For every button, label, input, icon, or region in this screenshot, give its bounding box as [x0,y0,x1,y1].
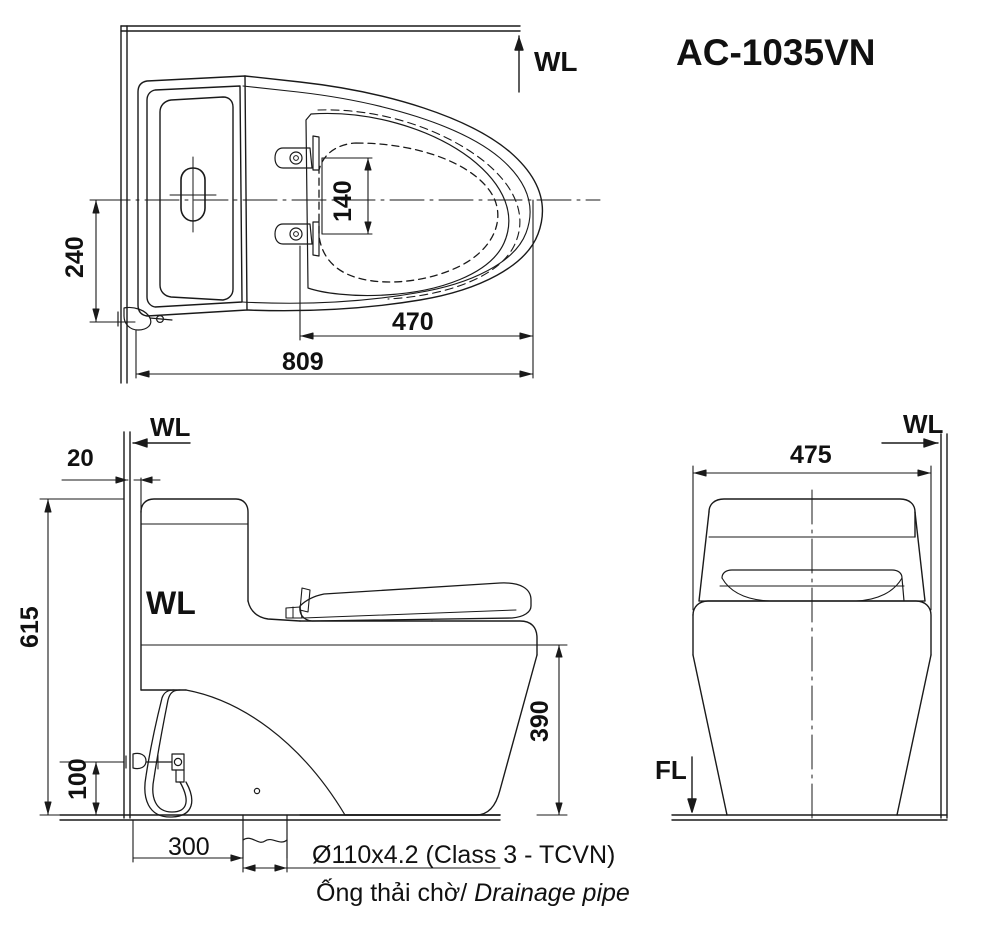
top-view-bowl-opening [318,142,499,283]
side-view-vent-hole [253,787,261,795]
top-view-supply-valve [117,306,173,331]
dim-475 [692,465,932,611]
drainage-pipe-spec: Ø110x4.2 (Class 3 - TCVN) [312,841,616,869]
dim-100 [59,761,125,816]
dim-pipe-width [242,857,501,873]
top-view-seat-edge-dashed [317,109,521,300]
top-view-wl-leader [514,35,524,93]
dim-809-label: 809 [282,348,324,376]
side-view-wl-wall-label: WL [150,412,191,442]
side-view-toilet-outline [140,498,538,816]
top-view-wl-label: WL [534,46,578,77]
front-view-wl-leader [881,438,939,448]
dim-240 [89,199,136,323]
page-title: AC-1035VN [676,32,876,73]
front-view-fl-label: FL [655,755,687,785]
top-view-wall [120,25,521,384]
dim-20-label: 20 [67,445,94,472]
top-view-flush-button [169,156,217,233]
dim-390 [536,644,568,816]
front-view-group [671,433,948,821]
top-view-seat-ring [305,112,510,297]
top-view-body-outline [241,75,544,312]
side-view-group [39,431,568,873]
dim-470-label: 470 [392,308,434,336]
dim-475-label: 475 [790,441,832,469]
dim-809 [135,329,534,379]
dim-300 [132,819,244,863]
dim-20 [61,476,161,513]
top-view-seat-hinges [274,135,320,257]
side-view-seat-lid [285,582,532,622]
side-view-wl-leader [132,438,191,448]
dim-615 [39,498,125,816]
dim-300-label: 300 [168,833,210,861]
drainage-pipe-caption: Ống thải chờ/ Drainage pipe [316,881,630,906]
side-view-wl-tank-label: WL [146,585,196,621]
dim-140-label: 140 [329,180,357,222]
front-view-tank [698,498,926,602]
dim-615-label: 615 [16,606,44,648]
side-view-wall [123,431,131,819]
side-view-supply-valve [125,689,193,818]
front-view-bowl-body [692,600,932,816]
front-view-wall [940,433,948,819]
drainage-pipe-caption-en: Drainage pipe [474,879,630,907]
top-view-group [89,25,601,384]
front-view-wl-label: WL [903,409,944,439]
dim-390-label: 390 [526,700,554,742]
dim-140 [321,157,373,235]
dim-240-label: 240 [61,236,89,278]
dim-470 [299,199,534,341]
drainage-pipe-caption-vi: Ống thải chờ/ [316,879,475,907]
front-view-fl-leader [687,756,697,813]
side-view-floor [59,814,501,821]
side-view-drainage-pipe [242,814,288,859]
front-view-floor [671,814,948,821]
dim-100-label: 100 [64,758,92,800]
